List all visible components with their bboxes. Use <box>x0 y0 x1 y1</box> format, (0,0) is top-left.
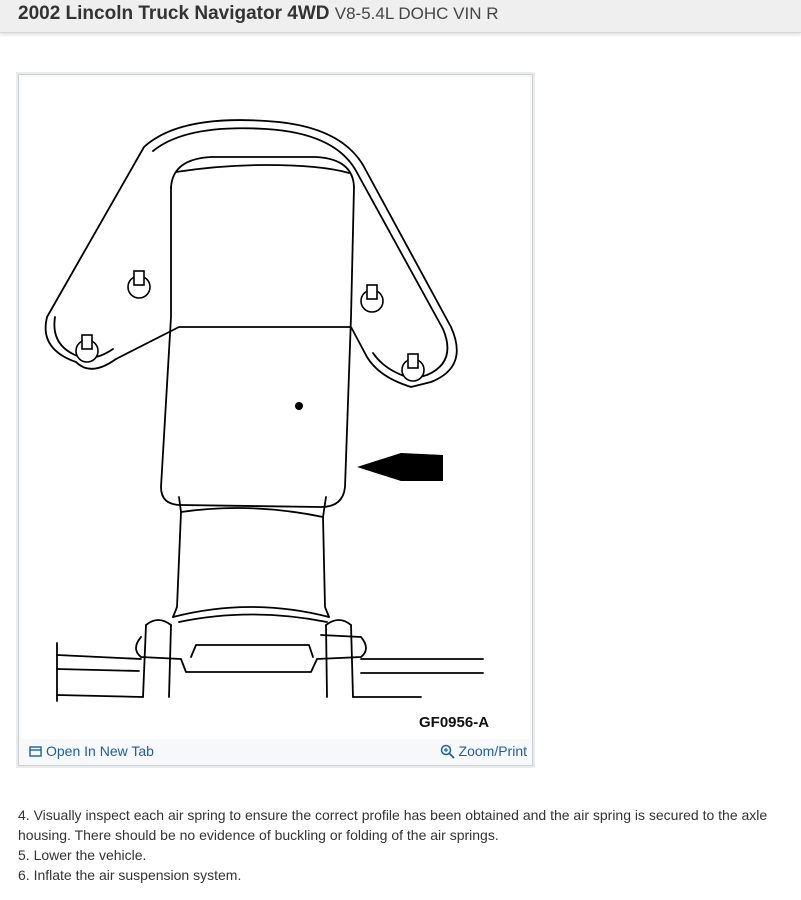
open-tab-icon <box>29 745 42 758</box>
zoom-print-label: Zoom/Print <box>458 743 527 759</box>
air-spring-diagram[interactable]: GF0956-A <box>21 77 530 739</box>
figure-card: GF0956-A Open In New Tab Zoom/Print <box>18 74 533 766</box>
vehicle-name: 2002 Lincoln Truck Navigator 4WD <box>18 3 330 24</box>
zoom-print-link[interactable]: Zoom/Print <box>440 743 527 759</box>
step-item: 5. Lower the vehicle. <box>18 847 147 863</box>
figure-links: Open In New Tab Zoom/Print <box>19 739 532 765</box>
procedure-steps: 4. Visually inspect each air spring to e… <box>18 805 788 885</box>
figure-label: GF0956-A <box>419 714 490 731</box>
air-spring-drawing <box>44 119 484 702</box>
step-item: 4. Visually inspect each air spring to e… <box>18 807 768 843</box>
vehicle-title: 2002 Lincoln Truck Navigator 4WD V8-5.4L… <box>18 3 499 25</box>
page-header: 2002 Lincoln Truck Navigator 4WD V8-5.4L… <box>0 0 801 33</box>
open-in-new-tab-link[interactable]: Open In New Tab <box>29 743 154 759</box>
open-in-new-tab-label: Open In New Tab <box>46 743 154 759</box>
zoom-icon <box>440 744 455 759</box>
engine-spec: V8-5.4L DOHC VIN R <box>334 4 499 23</box>
step-item: 6. Inflate the air suspension system. <box>18 867 242 883</box>
